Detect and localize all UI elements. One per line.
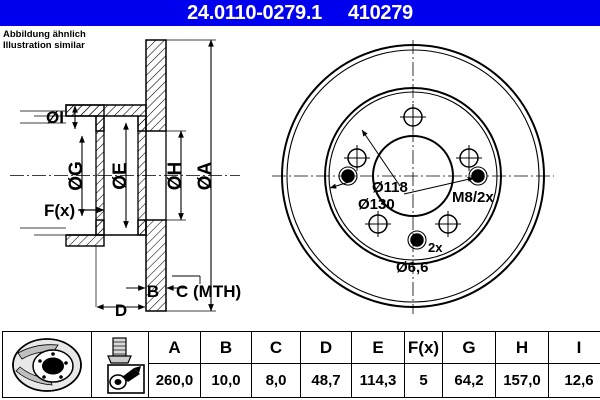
- table-value-row: 260,0 10,0 8,0 48,7 114,3 5 64,2 157,0 1…: [3, 363, 600, 398]
- bolt-hole: [365, 211, 391, 237]
- label-dia-H: ØH: [165, 162, 186, 191]
- specifications-table: A B C D E F(x) G H I 260,0 10,0 8,0 48,7…: [2, 330, 600, 398]
- table-value-I: 12,6: [548, 363, 600, 398]
- dimension-bottom-group: B C (MTH) D: [95, 246, 241, 320]
- bolt-hole: [435, 211, 461, 237]
- annotation-center-bore: Ø118: [372, 179, 408, 196]
- technical-drawing: ØI ØG ØE ØH: [0, 26, 600, 328]
- label-dim-D: D: [115, 301, 127, 320]
- table-header-Fx: F(x): [404, 330, 443, 365]
- table-header-B: B: [200, 330, 252, 365]
- dimension-dia-G: ØG: [66, 135, 87, 217]
- dimension-dia-H: ØH: [165, 130, 186, 221]
- table-header-row: A B C D E F(x) G H I: [2, 330, 600, 398]
- dimension-dia-I: ØI: [46, 105, 78, 130]
- annotation-hole-count: 2x: [428, 240, 443, 255]
- hat-lower-section: [65, 219, 147, 247]
- puller-hole: [407, 230, 427, 250]
- threaded-hole: [338, 166, 358, 186]
- illustration-disclaimer: Abbildung ähnlich Illustration similar: [3, 29, 86, 51]
- part-number: 24.0110-0279.1: [187, 2, 322, 24]
- reference-number: 410279: [347, 2, 413, 24]
- brake-disc-icon: [12, 337, 82, 392]
- hat-upper-section: [65, 104, 147, 132]
- bolt-hole: [400, 104, 426, 130]
- dimension-force-x: F(x): [44, 201, 105, 220]
- wheel-bolt-holes: [344, 104, 482, 237]
- annotation-thread-holes: M8/2x: [452, 189, 494, 206]
- brake-disc-pictogram-cell: [2, 331, 92, 398]
- face-view: Ø118 Ø130 M8/2x 2x Ø6,6: [272, 40, 554, 314]
- leader-dia-118: Ø118: [361, 129, 408, 196]
- table-value-B: 10,0: [200, 363, 252, 398]
- rotor-upper-section: [145, 39, 167, 132]
- table-value-A: 260,0: [148, 363, 201, 398]
- table-header-A: A: [148, 330, 201, 365]
- table-value-H: 157,0: [495, 363, 549, 398]
- table-header-H: H: [495, 330, 549, 365]
- disclaimer-line-en: Illustration similar: [3, 40, 85, 51]
- threaded-hole: [468, 166, 488, 186]
- table-header-I: I: [548, 330, 600, 365]
- label-dia-G: ØG: [66, 161, 87, 191]
- label-dia-I: ØI: [46, 108, 64, 127]
- disclaimer-line-de: Abbildung ähnlich: [3, 29, 86, 40]
- table-value-E: 114,3: [351, 363, 405, 398]
- label-dia-A: ØA: [195, 161, 216, 190]
- header-bar: 24.0110-0279.1 410279: [0, 0, 600, 26]
- bolt-hole: [344, 145, 370, 171]
- threaded-holes-m8: [338, 166, 488, 186]
- table-value-G: 64,2: [442, 363, 496, 398]
- label-force-x: F(x): [44, 201, 75, 220]
- cross-section-view: ØI ØG ØE ØH: [10, 39, 241, 320]
- annotation-bolt-circle: Ø130: [358, 196, 395, 213]
- table-header-D: D: [300, 330, 352, 365]
- table-header-E: E: [351, 330, 405, 365]
- table-value-D: 48,7: [300, 363, 352, 398]
- bolt-torque-pictogram-cell: [91, 331, 149, 398]
- label-dia-E: ØE: [110, 162, 131, 189]
- table-value-C: 8,0: [251, 363, 301, 398]
- table-value-Fx: 5: [404, 363, 443, 398]
- label-dim-B: B: [147, 282, 159, 301]
- table-header-G: G: [442, 330, 496, 365]
- annotation-hole-diameter: Ø6,6: [396, 259, 429, 276]
- leader-dia-130: Ø130: [329, 176, 475, 213]
- table-header-C: C: [251, 330, 301, 365]
- bolt-torque-icon: [107, 336, 145, 394]
- label-dim-C: C (MTH): [176, 282, 241, 301]
- dimension-dia-E: ØE: [110, 122, 131, 229]
- bolt-hole: [456, 145, 482, 171]
- dimension-dia-A: ØA: [166, 39, 216, 312]
